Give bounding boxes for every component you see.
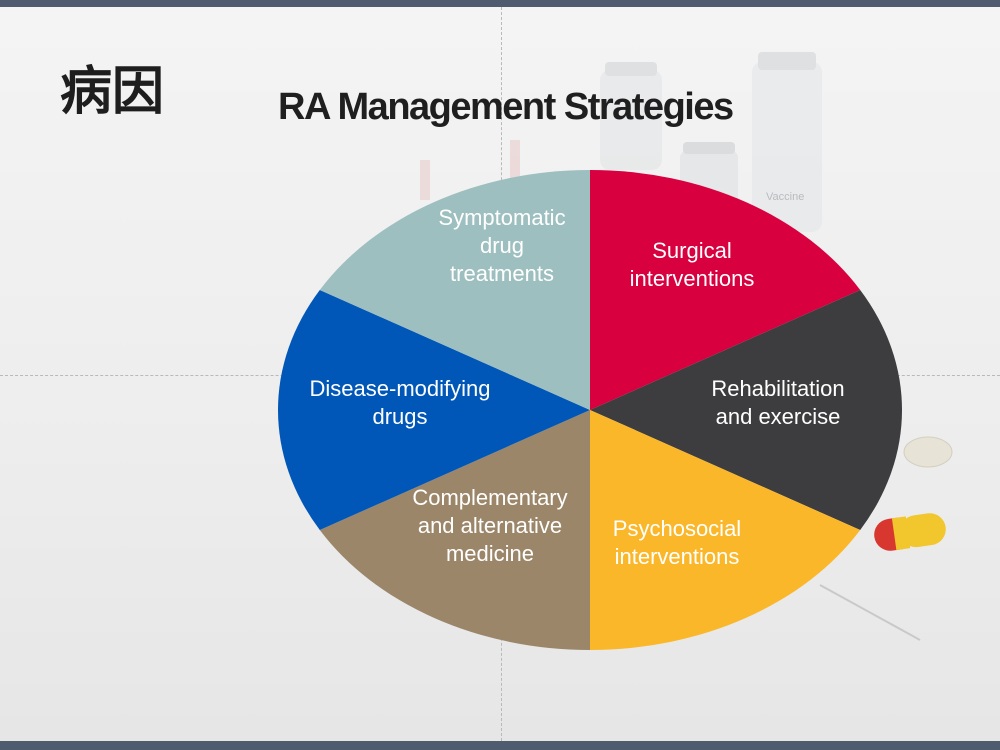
wheel-segment-3 [590,410,861,650]
wheel-segment-label-line: and alternative [418,513,562,538]
wheel-segment-label-line: Symptomatic [438,205,565,230]
wheel-segment-label-line: drugs [372,404,427,429]
wheel-segment-label-line: interventions [615,544,740,569]
wheel-segment-label-line: Psychosocial [613,516,741,541]
wheel-segment-label-1: Symptomatic drug treatments [438,205,565,286]
slide-heading: 病因 [60,62,165,122]
slide-title: RA Management Strategies [278,86,734,128]
wheel-segment-label-line: and exercise [716,404,841,429]
wheel-segment-label-line: drug [480,233,524,258]
wheel-segment-label-line: Complementary [412,485,567,510]
pill-tablet-icon [903,436,953,468]
bottle-left-icon [600,70,662,170]
bottom-frame-bar [0,741,1000,750]
wheel-segment-label-line: Surgical [652,238,731,263]
wheel-segment-label-line: medicine [446,541,534,566]
wheel-segment-label-3: Rehabilitation and exercise [711,376,844,429]
wheel-segment-label-4: Psychosocial interventions [613,516,741,569]
wheel-segment-label-line: interventions [630,266,755,291]
wheel-segment-label-2: Surgical interventions [630,238,755,291]
syringe-needle-icon [819,584,921,641]
wheel-segment-label-5: Complementary and alternative medicine [412,485,567,566]
vial-label: Vaccine [766,191,804,203]
wheel-segment-2 [590,290,903,530]
top-frame-bar [0,0,1000,7]
wheel-segment-label-line: treatments [450,261,554,286]
vaccine-vial-icon [752,62,822,232]
wheel-segment-5 [277,290,590,530]
pill-capsule-icon [874,513,946,551]
wheel-segment-1 [590,170,861,410]
wheel-segment-label-6: Disease-modifying drugs [310,376,491,429]
wheel-segment-6 [319,170,590,410]
wheel-segment-label-line: Disease-modifying [310,376,491,401]
wheel-segment-4 [319,410,590,650]
wheel-segment-label-line: Rehabilitation [711,376,844,401]
